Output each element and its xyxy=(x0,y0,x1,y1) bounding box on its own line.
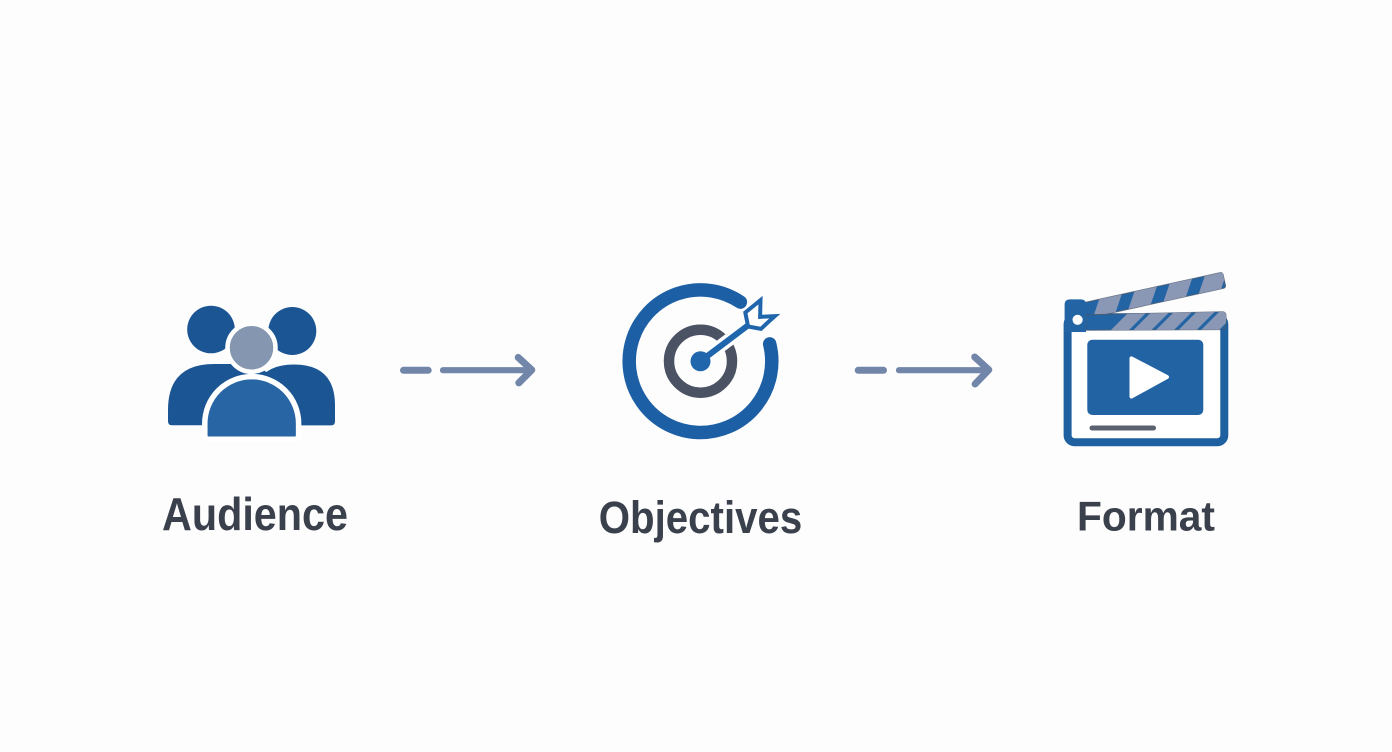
svg-text:Format: Format xyxy=(1077,493,1215,540)
svg-text:Audience: Audience xyxy=(162,488,348,540)
svg-text:Objectives: Objectives xyxy=(599,492,803,543)
